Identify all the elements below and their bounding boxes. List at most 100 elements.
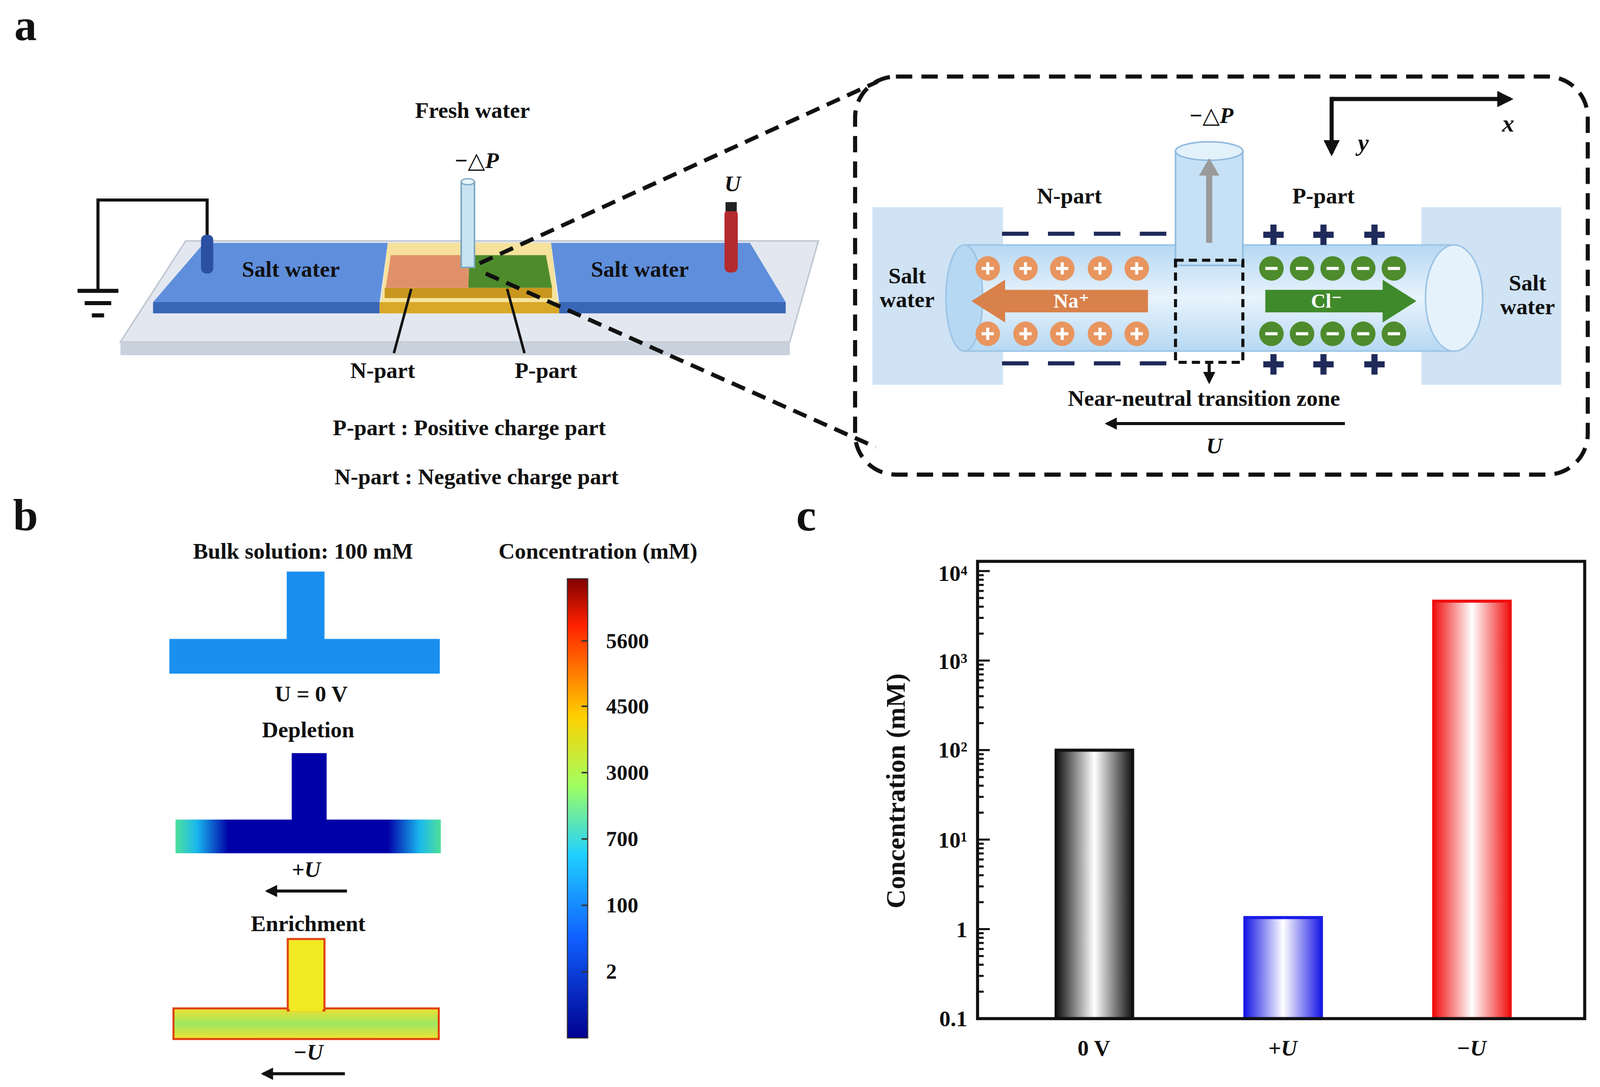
definition-note: P-part : Positive charge part (332, 415, 607, 441)
transition-zone-box (1175, 260, 1243, 382)
category-label: 0 V (1077, 1035, 1111, 1061)
surface-charge (1124, 256, 1149, 281)
leader-line (393, 288, 525, 354)
axis-label: y (1357, 129, 1369, 157)
colorbar-tick: 4500 (606, 694, 650, 719)
color-bar (581, 640, 588, 642)
surface-charge (1019, 327, 1032, 340)
voltage-label: −U (293, 1039, 324, 1065)
axis-tick (977, 963, 984, 966)
field-arrow (1107, 423, 1345, 425)
surface-charge (1093, 327, 1107, 340)
color-bar (581, 971, 588, 973)
surface-charge (1381, 321, 1406, 346)
colorbar-tick: 2 (606, 959, 617, 984)
axis-tick (977, 932, 984, 935)
surface-charge (1013, 321, 1038, 346)
voltage-electrode (724, 201, 738, 273)
axis-tick (977, 597, 984, 600)
fresh-water-outlet (460, 178, 475, 268)
fresh-water-outlet (460, 181, 475, 268)
color-bar (581, 837, 588, 840)
ground-electrode (200, 234, 214, 274)
surface-charge (1357, 266, 1370, 270)
axis-tick (977, 757, 984, 760)
simulation-t-channel (289, 1006, 323, 1012)
state-label: Depletion (262, 717, 355, 743)
voltage-label: U (1206, 433, 1223, 459)
surface-charge (981, 327, 994, 340)
surface-charge (1326, 266, 1339, 270)
axis-tick (977, 990, 984, 993)
inlet-label: Fresh water (414, 97, 530, 123)
salt-water-channel (559, 302, 786, 314)
axis-tick (977, 752, 984, 755)
ground-electrode (84, 301, 111, 306)
transition-zone-box (1207, 362, 1211, 382)
plot-frame (977, 561, 1585, 1019)
zoom-callout (479, 81, 878, 264)
axis-tick (977, 775, 984, 778)
condition-label: U = 0 V (274, 681, 348, 707)
surface-charge (1093, 231, 1121, 236)
axis-tick (977, 842, 984, 845)
surface-charge (1049, 256, 1075, 281)
simulation-t-channel (286, 571, 325, 641)
axis-tick (977, 901, 984, 904)
axis-tick (977, 632, 984, 635)
axis-tick (977, 1017, 990, 1020)
category-label: +U (1268, 1035, 1297, 1061)
surface-charge (1093, 262, 1107, 275)
coordinate-axes (1331, 97, 1511, 102)
color-bar (581, 771, 588, 774)
panel-letter: c (795, 490, 816, 541)
axis-tick-label: 10² (938, 737, 968, 763)
surface-charge (1087, 321, 1113, 346)
axis-tick-label: 0.1 (939, 1005, 967, 1031)
salt-water-channel (152, 242, 388, 303)
axis-tick (977, 673, 984, 676)
axis-tick (977, 763, 984, 766)
axis-tick (977, 578, 984, 581)
field-arrow (267, 889, 347, 893)
surface-charge (1001, 231, 1029, 236)
part-label: P-part (514, 358, 577, 384)
n-part-region (385, 255, 470, 288)
surface-charge (1001, 361, 1029, 366)
outlet-channel (1175, 151, 1243, 266)
fresh-water-outlet (460, 178, 475, 185)
surface-charge (1093, 361, 1121, 366)
axis-tick (977, 768, 984, 771)
simulation-t-channel (169, 571, 441, 1039)
simulation-t-channel (291, 752, 327, 823)
reservoir-box: Salt water (573, 254, 706, 285)
definition-note: N-part : Negative charge part (334, 464, 619, 490)
surface-charge (981, 262, 994, 275)
ion-flux-arrow (1265, 279, 1417, 323)
color-bar (567, 578, 588, 1039)
surface-charge (1049, 321, 1075, 346)
colorbar-tick: 100 (606, 893, 639, 918)
surface-charge (1364, 354, 1385, 375)
surface-charge (1265, 332, 1278, 336)
ground-electrode (98, 199, 208, 290)
surface-charge (975, 321, 1000, 346)
reservoir-box: Salt water (871, 255, 943, 321)
axis-tick (977, 873, 984, 876)
axis-tick (977, 569, 990, 572)
transition-zone-box (1175, 260, 1243, 363)
axis-tick (977, 590, 984, 593)
surface-charge (1263, 354, 1284, 375)
surface-charge (1047, 231, 1075, 236)
state-label: Enrichment (250, 911, 366, 937)
leader-line (507, 288, 525, 354)
bar (1433, 601, 1510, 1019)
axis-tick (977, 605, 984, 608)
reservoir-label: Salt water (871, 264, 943, 312)
color-bar (581, 904, 588, 906)
surface-charge (1381, 256, 1406, 281)
surface-charge (1351, 321, 1376, 346)
voltage-electrode (725, 201, 737, 212)
reservoir-box: Salt water (224, 254, 358, 285)
